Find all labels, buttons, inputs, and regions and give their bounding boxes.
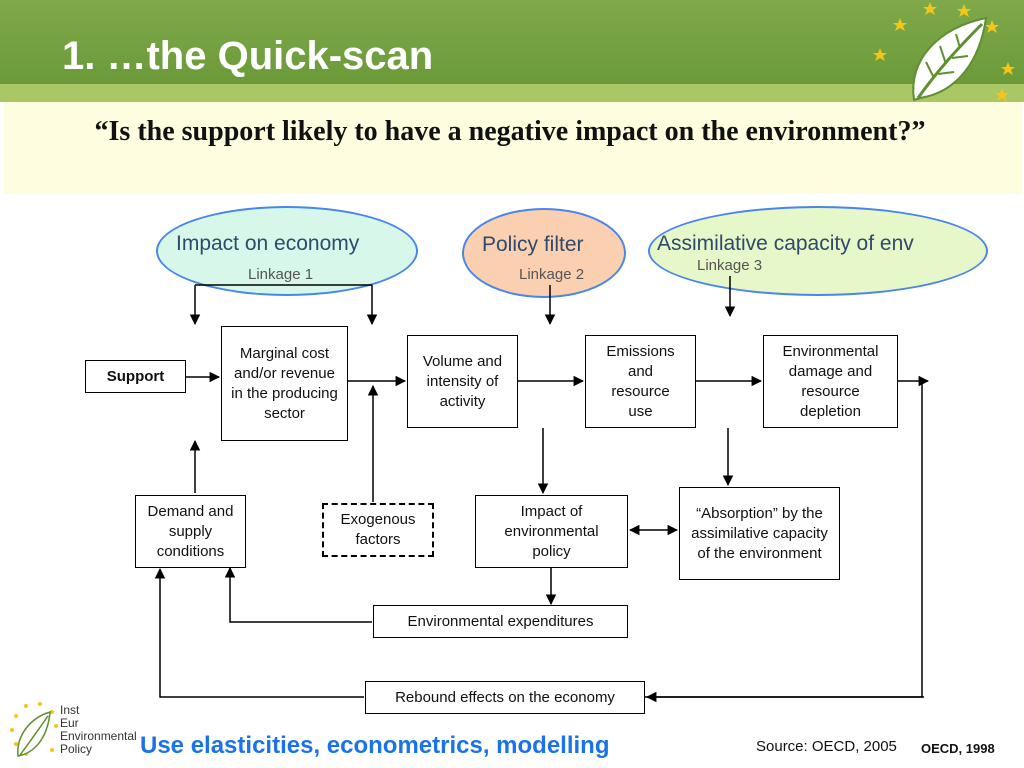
- institute-name-line-4: Policy: [60, 742, 93, 756]
- linkage-1-ellipse: [156, 206, 418, 296]
- question-banner: [4, 102, 1022, 194]
- institute-name-line-2: Eur: [60, 716, 79, 730]
- institute-logo-icon: [10, 702, 58, 757]
- question-text: “Is the support likely to have a negativ…: [94, 116, 926, 147]
- linkage-3-title: Assimilative capacity of env: [657, 232, 914, 255]
- leaf-logo-icon: [873, 2, 1015, 102]
- methods-text: Use elasticities, econometrics, modellin…: [140, 732, 610, 759]
- node-impact-policy: Impact of environmental policy: [475, 495, 628, 568]
- node-exogenous-factors: Exogenous factors: [322, 503, 434, 557]
- header-bar: [0, 0, 1024, 84]
- slide-title: 1. …the Quick-scan: [62, 34, 434, 78]
- node-environmental-damage: Environmental damage and resource deplet…: [763, 335, 898, 428]
- source-citation: Source: OECD, 2005: [756, 738, 897, 755]
- node-marginal-cost: Marginal cost and/or revenue in the prod…: [221, 326, 348, 441]
- institute-name-line-3: Environmental: [60, 729, 137, 743]
- node-emissions: Emissions and resource use: [585, 335, 696, 428]
- linkage-3-label: Linkage 3: [697, 257, 763, 274]
- linkage-1-title: Impact on economy: [176, 232, 360, 255]
- header-strip: [0, 84, 1024, 102]
- node-environmental-expenditures: Environmental expenditures: [373, 605, 628, 638]
- linkage-2-label: Linkage 2: [519, 266, 585, 283]
- node-demand-supply: Demand and supply conditions: [135, 495, 246, 568]
- star-icon: [873, 2, 1015, 101]
- node-absorption: “Absorption” by the assimilative capacit…: [679, 487, 840, 580]
- oecd-citation: OECD, 1998: [921, 741, 995, 756]
- institute-name-line-1: Inst: [60, 703, 80, 717]
- institute-name: Inst Eur Environmental Policy: [60, 704, 137, 756]
- node-support: Support: [85, 360, 186, 393]
- node-volume-intensity: Volume and intensity of activity: [407, 335, 518, 428]
- node-rebound-effects: Rebound effects on the economy: [365, 681, 645, 714]
- linkage-2-ellipse: [462, 208, 626, 298]
- linkage-2-title: Policy filter: [482, 233, 584, 256]
- linkage-1-label: Linkage 1: [248, 266, 314, 283]
- linkage-3-ellipse: [648, 206, 988, 296]
